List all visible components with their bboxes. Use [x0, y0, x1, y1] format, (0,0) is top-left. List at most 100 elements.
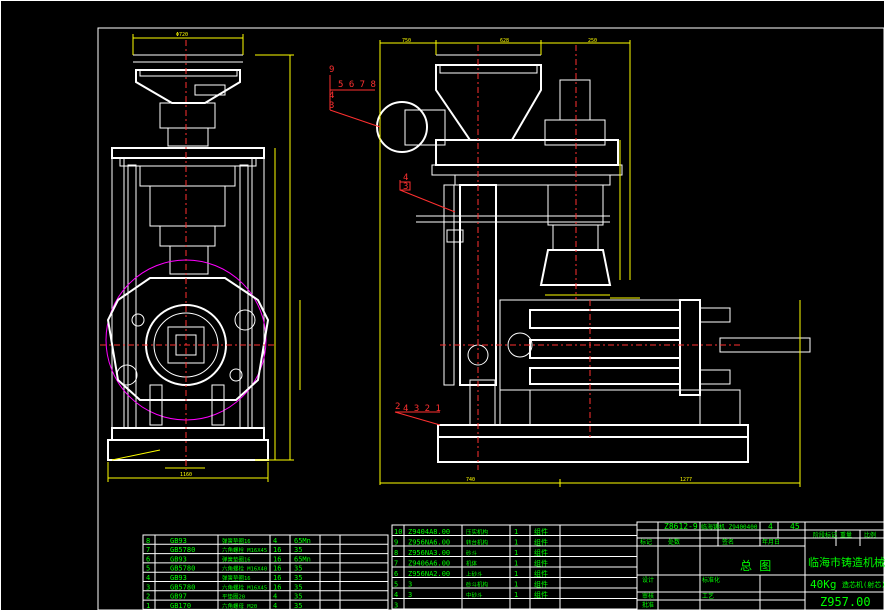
callouts: 9 5 6 7 8 4 3 4 3 2 4 3 2 1 — [329, 65, 456, 426]
parts-cell-mat: 35 — [294, 546, 302, 554]
parts-cell-qty: 1 — [514, 581, 518, 589]
tb-label-1: 处数 — [668, 538, 680, 546]
callout-3a: 3 — [329, 101, 334, 111]
tb-label-12: 工艺 — [702, 592, 714, 600]
parts-cell-no: 6 — [146, 555, 150, 563]
parts-cell-name: 六角螺栓 M16X40 — [222, 565, 267, 573]
parts-cell-code: 3 — [408, 591, 412, 599]
parts-cell-qty: 16 — [273, 574, 281, 582]
parts-cell-code: Z9404A8.00 — [408, 528, 450, 536]
parts-cell-name: 弹簧垫圈16 — [222, 574, 251, 582]
callout-5678: 5 6 7 8 — [338, 80, 376, 90]
parts-cell-no: 10 — [394, 528, 402, 536]
side-view: 750 628 250 740 1277 — [376, 38, 811, 487]
parts-cell-no: 5 — [394, 581, 398, 589]
parts-cell-no: 3 — [394, 602, 398, 610]
parts-cell-mat: 35 — [294, 574, 302, 582]
parts-cell-no: 4 — [394, 591, 398, 599]
parts-cell-qty: 1 — [514, 560, 518, 568]
parts-cell-no: 7 — [146, 546, 150, 554]
parts-cell-qty: 1 — [514, 570, 518, 578]
parts-cell-code: GB170 — [170, 602, 191, 610]
parts-cell-code: Z956NA3.00 — [408, 549, 450, 557]
front-view: Φ720 1160 — [100, 32, 301, 482]
tb-label-5: 年月日 — [762, 538, 780, 546]
company-name: 临海市铸造机械厂 — [808, 555, 885, 569]
parts-cell-mat: 组件 — [534, 538, 548, 547]
parts-cell-mat: 组件 — [534, 580, 548, 589]
parts-cell-mat: 组件 — [534, 559, 548, 568]
parts-cell-code: GB93 — [170, 555, 187, 563]
parts-cell-name: 六角螺母 M20 — [222, 602, 257, 610]
parts-cell-mat: 组件 — [534, 527, 548, 536]
parts-cell-no: 6 — [394, 570, 398, 578]
tb-label-11: 审核 — [642, 592, 654, 600]
parts-cell-mat: 35 — [294, 602, 302, 610]
drawing-title: 总 图 — [740, 559, 771, 573]
parts-cell-no: 7 — [394, 560, 398, 568]
parts-cell-no: 3 — [146, 583, 150, 591]
parts-cell-name: 六角螺栓 M16X45 — [222, 583, 267, 591]
parts-cell-qty: 1 — [514, 528, 518, 536]
parts-cell-code: GB97 — [170, 593, 187, 601]
parts-cell-mat: 65Mn — [294, 555, 311, 563]
drawing-number: Z957.00 — [820, 595, 871, 609]
parts-cell-code: GB93 — [170, 537, 187, 545]
dim-side-1: 750 — [402, 38, 411, 44]
parts-cell-code: GB5780 — [170, 546, 195, 554]
dim-front-top: Φ720 — [176, 32, 188, 38]
parts-cell-code: GB5780 — [170, 583, 195, 591]
callout-4321: 4 3 2 1 — [403, 404, 441, 414]
parts-cell-name: 压实机构 — [466, 528, 489, 536]
parts-cell-mat: 组件 — [534, 569, 548, 578]
dim-side-4: 740 — [466, 477, 475, 483]
parts-cell-qty: 1 — [514, 539, 518, 547]
parts-cell-qty: 16 — [273, 583, 281, 591]
parts-cell-no: 8 — [394, 549, 398, 557]
parts-cell-mat: 65Mn — [294, 537, 311, 545]
parts-cell-qty: 4 — [273, 593, 277, 601]
dim-front-bottom: 1160 — [180, 472, 192, 478]
tb-label-9: 重量 — [840, 531, 852, 539]
ref-code: Z8612-9 — [664, 522, 698, 531]
parts-cell-mat: 35 — [294, 565, 302, 573]
tb-label-0: 标记 — [640, 538, 652, 546]
callout-2: 2 — [395, 402, 400, 412]
parts-cell-qty: 1 — [514, 549, 518, 557]
tb-label-7: 标准化 — [702, 576, 720, 584]
parts-cell-no: 4 — [146, 574, 150, 582]
tb-label-6: 设计 — [642, 576, 654, 584]
parts-cell-name: 砂斗机构 — [466, 581, 489, 589]
parts-cell-mat: 组件 — [534, 548, 548, 557]
parts-cell-no: 9 — [394, 539, 398, 547]
ref-code-2: 临海铸机 Z9400400 — [701, 523, 758, 531]
dim-side-3: 250 — [588, 38, 597, 44]
callout-4a: 4 — [329, 91, 334, 101]
parts-cell-name: 上砂斗 — [466, 570, 483, 578]
parts-cell-code: Z956NA2.00 — [408, 570, 450, 578]
parts-cell-mat: 组件 — [534, 590, 548, 599]
parts-cell-qty: 4 — [273, 537, 277, 545]
dim-side-5: 1277 — [680, 477, 692, 483]
parts-cell-name: 砂斗 — [466, 549, 478, 557]
parts-cell-mat: 35 — [294, 583, 302, 591]
parts-cell-no: 2 — [146, 593, 150, 601]
parts-cell-name: 转台机构 — [466, 539, 489, 547]
product-name: 40Kg — [810, 578, 837, 591]
parts-cell-name: 弹簧垫圈16 — [222, 555, 251, 563]
product-sub: 造芯机(射芯) — [842, 580, 885, 589]
dim-side-2: 628 — [500, 38, 509, 44]
callout-3b: 3 — [403, 182, 408, 192]
callout-9: 9 — [329, 65, 334, 75]
title-block-text: Z8612-9 临海铸机 Z9400400 4 45 标记 处数 签名 年月日 … — [640, 522, 885, 609]
title-block — [636, 521, 885, 611]
parts-cell-qty: 16 — [273, 565, 281, 573]
parts-cell-name: 平垫圈20 — [222, 593, 245, 601]
parts-cell-qty: 4 — [273, 602, 277, 610]
tb-label-10: 比例 — [864, 531, 876, 539]
callout-4b: 4 — [403, 173, 408, 183]
parts-cell-code: Z956NA6.00 — [408, 539, 450, 547]
